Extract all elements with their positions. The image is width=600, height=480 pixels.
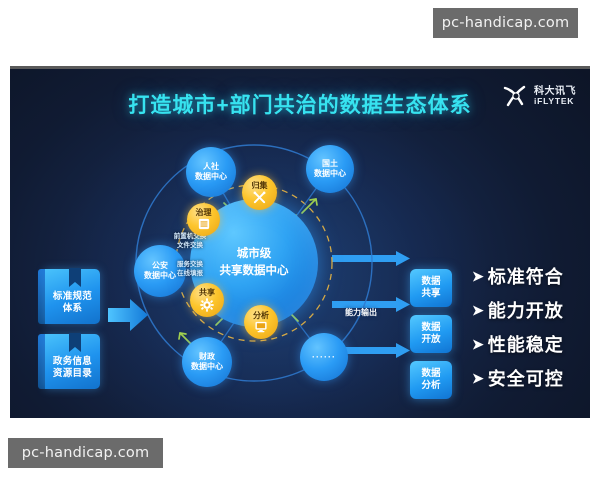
node-public-security-data-center[interactable]: 公安 数据中心 [134, 245, 186, 297]
chevron-right-icon: ➤ [472, 302, 484, 318]
book-spine [38, 269, 47, 324]
function-node-label: 归集 [251, 180, 268, 190]
watermark-top: pc-handicap.com [433, 8, 578, 38]
input-book-label: 政务信息 资源目录 [52, 355, 93, 379]
benefit-item-capability: ➤ 能力开放 [472, 293, 590, 327]
benefit-label: 性能稳定 [487, 335, 564, 355]
node-finance-data-center[interactable]: 财政 数据中心 [182, 337, 232, 387]
output-box-label: 数据开放 [421, 322, 441, 345]
benefit-label: 标准符合 [487, 267, 564, 287]
output-box-data-sharing[interactable]: 数据共享 [410, 269, 452, 307]
node-label: 人社 数据中心 [195, 162, 227, 181]
node-label: 公安 数据中心 [144, 261, 176, 280]
chevron-right-icon: ➤ [472, 370, 484, 386]
watermark-bottom: pc-handicap.com [8, 438, 163, 468]
book-cover: 标准规范 体系 [45, 268, 100, 324]
output-box-label: 数据共享 [421, 276, 441, 299]
center-line-2: 共享数据中心 [219, 265, 289, 277]
right-arrow-icon [332, 251, 410, 266]
exchange-label-frontend: 前置机交换 文件交换 [173, 233, 207, 249]
brand-logo: 科大讯飞 iFLYTEK [503, 85, 576, 107]
node-human-resources-data-center[interactable]: 人社 数据中心 [186, 147, 236, 197]
chevron-right-icon: ➤ [472, 336, 484, 352]
slide-title: 打造城市+部门共治的数据生态体系 [128, 94, 472, 117]
network-diagram: 人社 数据中心 国土 数据中心 公安 数据中心 财政 数据中心 [120, 137, 380, 403]
book-cover: 政务信息 资源目录 [45, 333, 100, 389]
benefit-label: 安全可控 [487, 369, 564, 389]
function-node-label: 治理 [195, 208, 212, 217]
bookmark-ribbon-icon [69, 268, 81, 287]
node-land-resources-data-center[interactable]: 国土 数据中心 [306, 145, 354, 193]
brand-name-cn: 科大讯飞 [534, 85, 576, 97]
function-node-analysis[interactable]: 分析 [244, 305, 278, 339]
exchange-label-service: 服务交换 在线填报 [177, 261, 203, 277]
brand-text: 科大讯飞 iFLYTEK [534, 85, 576, 106]
right-arrow-icon [332, 297, 410, 312]
node-label: ······ [312, 351, 336, 362]
benefit-item-security: ➤ 安全可控 [472, 361, 590, 395]
function-node-collect[interactable]: 归集 [242, 175, 277, 210]
brand-name-en: iFLYTEK [534, 95, 575, 106]
tools-cross-icon [252, 191, 267, 204]
right-arrow-icon [332, 343, 410, 358]
function-node-share[interactable]: 共享 [190, 283, 224, 317]
node-label: 国土 数据中心 [314, 159, 346, 178]
function-node-label: 共享 [199, 287, 215, 297]
right-arrow-icon [107, 297, 149, 333]
benefit-item-performance: ➤ 性能稳定 [472, 327, 590, 361]
input-book-catalog: 政务信息 资源目录 [38, 333, 100, 389]
capability-output-group: 能力输出 [332, 249, 432, 389]
node-more-placeholder[interactable]: ······ [300, 333, 348, 381]
input-book-standards: 标准规范 体系 [38, 268, 100, 324]
function-node-governance[interactable]: 治理 [187, 203, 220, 236]
output-box-data-openness[interactable]: 数据开放 [410, 315, 452, 353]
database-icon [197, 218, 211, 230]
slide-canvas: 打造城市+部门共治的数据生态体系 科大讯飞 iFLYTEK 标准规范 [10, 66, 590, 418]
chevron-right-icon: ➤ [472, 268, 484, 284]
capability-output-label: 能力输出 [345, 308, 377, 317]
center-line-1: 城市级 [236, 248, 272, 261]
iflytek-x-mark-icon [503, 85, 529, 107]
node-label: 财政 数据中心 [191, 352, 223, 371]
benefits-list: ➤ 标准符合 ➤ 能力开放 ➤ 性能稳定 ➤ 安全可控 [472, 259, 590, 395]
book-spine [38, 334, 47, 389]
benefit-item-standards: ➤ 标准符合 [472, 259, 590, 293]
bookmark-ribbon-icon [69, 333, 81, 352]
output-box-label: 数据分析 [421, 368, 441, 391]
function-node-label: 分析 [253, 310, 269, 320]
benefit-label: 能力开放 [487, 301, 564, 321]
output-box-data-analysis[interactable]: 数据分析 [410, 361, 452, 399]
gear-icon [200, 297, 214, 312]
monitor-icon [254, 321, 268, 333]
input-book-label: 标准规范 体系 [52, 290, 93, 314]
